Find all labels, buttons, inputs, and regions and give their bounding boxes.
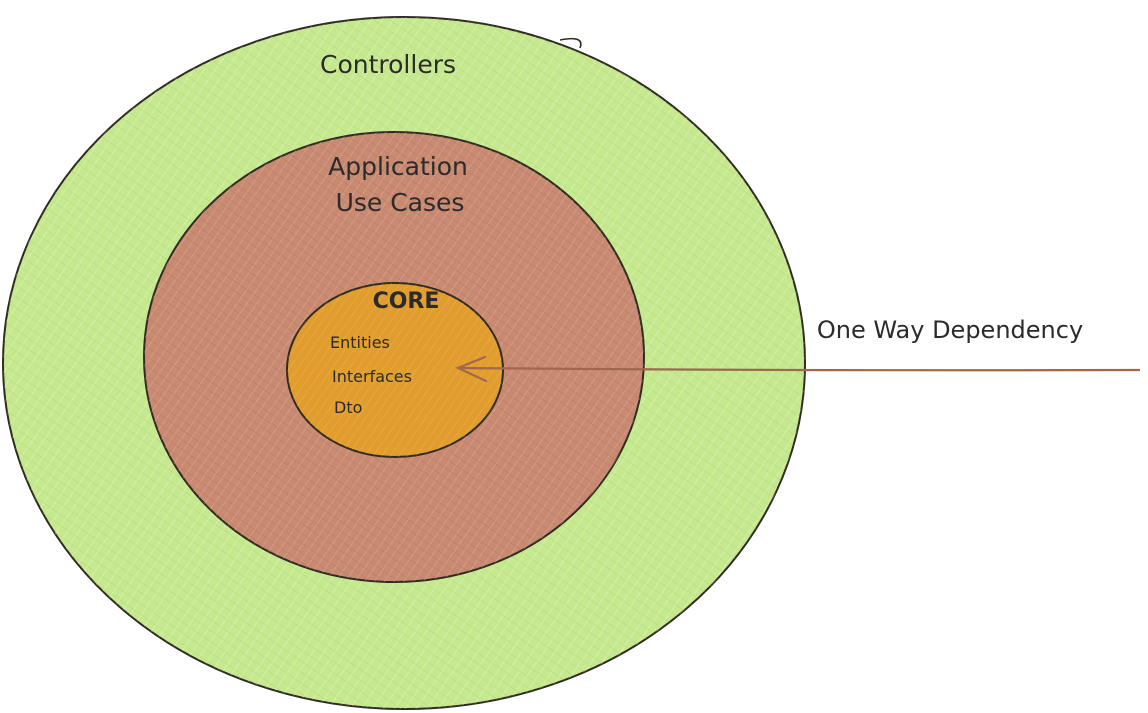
controllers-label: Controllers [320, 50, 456, 79]
application-label-line2: Use Cases [336, 188, 465, 217]
arrow-shaft [459, 366, 1141, 372]
application-label-line1: Application [328, 152, 468, 181]
controllers-sketch-stroke [559, 37, 582, 49]
arrow-head [455, 355, 488, 383]
core-label: CORE [373, 289, 440, 314]
one-way-dependency-label: One Way Dependency [817, 316, 1083, 344]
dependency-arrow: One Way Dependency [455, 316, 1141, 383]
core-item-interfaces: Interfaces [332, 367, 412, 386]
core-item-dto: Dto [334, 398, 362, 417]
core-hatch [287, 283, 503, 457]
core-layer: CORE Entities Interfaces Dto [286, 282, 504, 458]
core-item-entities: Entities [330, 333, 390, 352]
